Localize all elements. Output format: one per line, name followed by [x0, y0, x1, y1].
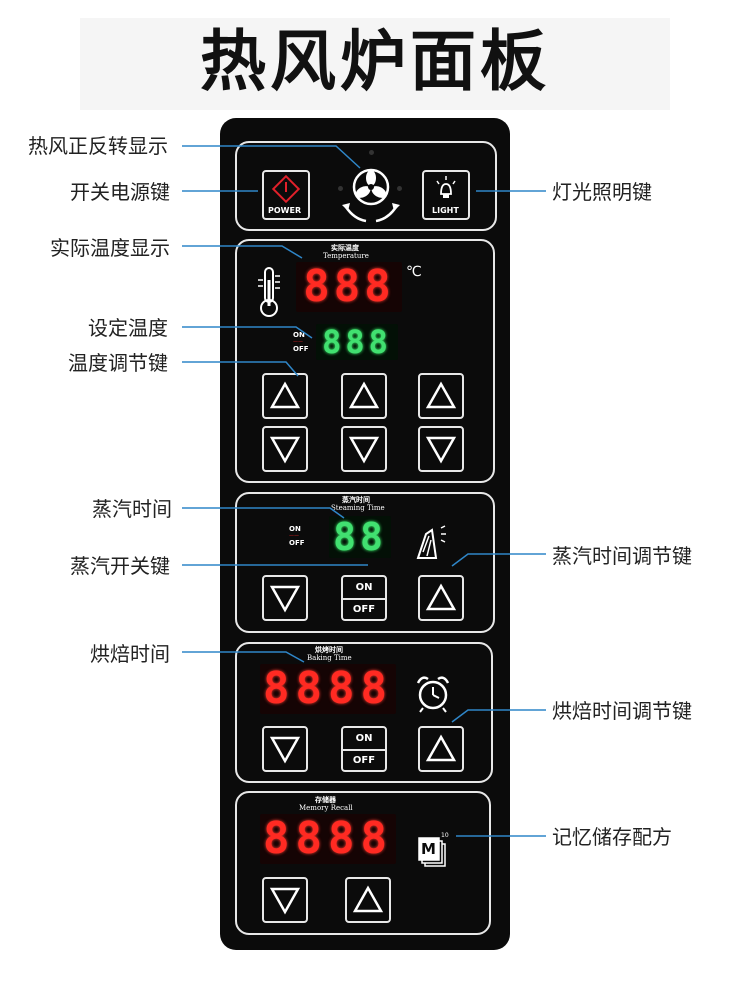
up-arrow-icon	[269, 381, 301, 409]
up-arrow-icon	[352, 885, 384, 913]
control-panel: POWER LIGHT 实际温度 Temperature	[220, 118, 510, 950]
callout-steam-switch: 蒸汽开关键	[70, 554, 170, 578]
bake-off-label: OFF	[352, 755, 376, 766]
callout-temp-adjust: 温度调节键	[68, 351, 168, 375]
memory-up-button[interactable]	[345, 877, 391, 923]
bake-title-cn: 烘烤时间	[315, 646, 343, 654]
alarm-clock-icon	[414, 673, 452, 713]
callout-power-key: 开关电源键	[70, 180, 170, 204]
memory-icon-count: 10	[441, 832, 449, 839]
temp-title-en: Temperature	[323, 252, 369, 260]
lamp-icon	[436, 176, 456, 198]
bake-title-en: Baking Time	[307, 654, 352, 662]
memory-down-button[interactable]	[262, 877, 308, 923]
steam-time-display: 88	[329, 516, 391, 558]
baking-time-display: 8888	[260, 664, 396, 714]
bake-down-button[interactable]	[262, 726, 308, 772]
page-title: 热风炉面板	[200, 23, 550, 100]
temp-down-button-2[interactable]	[341, 426, 387, 472]
callout-set-temp: 设定温度	[88, 316, 168, 340]
steam-off-label: OFF	[352, 604, 376, 615]
temp-title-cn: 实际温度	[331, 244, 359, 252]
temp-up-button-3[interactable]	[418, 373, 464, 419]
leader-temp-adjust	[182, 361, 299, 377]
leader-bake-adjust	[451, 709, 546, 723]
bake-on-label: ON	[355, 733, 373, 744]
section-memory	[235, 791, 491, 935]
callout-steam-time: 蒸汽时间	[92, 497, 172, 521]
memory-icon-letter: M	[421, 840, 436, 858]
light-label: LIGHT	[432, 206, 459, 215]
section-temperature	[235, 239, 495, 483]
down-arrow-icon	[348, 436, 380, 464]
steam-onoff-label: ON——OFF	[289, 525, 305, 547]
set-temp-onoff-label: ON——OFF	[293, 331, 309, 353]
memory-recipe-icon: M 10	[417, 832, 453, 870]
steam-title-en: Steaming Time	[331, 504, 385, 512]
steam-up-button[interactable]	[418, 575, 464, 621]
steam-onoff-button[interactable]: ON OFF	[341, 575, 387, 621]
steam-icon	[414, 522, 454, 562]
steam-down-button[interactable]	[262, 575, 308, 621]
callout-memory: 记忆储存配方	[552, 825, 672, 849]
section-steam	[235, 492, 495, 633]
steam-onoff-divider	[343, 598, 385, 600]
down-arrow-icon	[269, 585, 301, 613]
fan-icon	[340, 163, 402, 225]
callout-fan-direction: 热风正反转显示	[28, 134, 168, 158]
leader-actual-temp	[182, 245, 303, 259]
callout-actual-temp: 实际温度显示	[50, 236, 170, 260]
callout-bake-time: 烘焙时间	[90, 642, 170, 666]
bake-up-button[interactable]	[418, 726, 464, 772]
leader-bake-time	[182, 651, 305, 663]
temp-down-button-3[interactable]	[418, 426, 464, 472]
bake-onoff-divider	[343, 749, 385, 751]
temperature-unit: ℃	[406, 264, 422, 280]
fan-indicator-top	[369, 150, 374, 155]
thermometer-icon	[255, 266, 283, 318]
down-arrow-icon	[269, 736, 301, 764]
leader-steam-time	[182, 507, 345, 519]
power-icon	[271, 174, 301, 204]
memory-title-cn: 存储器	[315, 796, 336, 804]
steam-on-label: ON	[355, 582, 373, 593]
callout-bake-adjust: 烘焙时间调节键	[552, 699, 692, 723]
set-temperature-display: 888	[316, 324, 398, 360]
power-button[interactable]: POWER	[262, 170, 310, 220]
up-arrow-icon	[425, 381, 457, 409]
leader-fan-direction	[182, 145, 361, 169]
down-arrow-icon	[269, 436, 301, 464]
temp-up-button-1[interactable]	[262, 373, 308, 419]
light-button[interactable]: LIGHT	[422, 170, 470, 220]
temp-up-button-2[interactable]	[341, 373, 387, 419]
bake-onoff-button[interactable]: ON OFF	[341, 726, 387, 772]
callout-steam-adjust: 蒸汽时间调节键	[552, 544, 692, 568]
up-arrow-icon	[425, 734, 457, 762]
up-arrow-icon	[425, 583, 457, 611]
temp-down-button-1[interactable]	[262, 426, 308, 472]
down-arrow-icon	[269, 887, 301, 915]
power-label: POWER	[268, 206, 302, 215]
title-band	[80, 18, 670, 110]
callout-light-key: 灯光照明键	[552, 180, 652, 204]
up-arrow-icon	[348, 381, 380, 409]
actual-temperature-display: 888	[296, 262, 402, 312]
fan-indicator-left	[338, 186, 343, 191]
steam-title-cn: 蒸汽时间	[342, 496, 370, 504]
section-power	[235, 141, 497, 231]
leader-set-temp	[182, 326, 313, 339]
down-arrow-icon	[425, 436, 457, 464]
memory-title-en: Memory Recall	[299, 804, 353, 812]
section-baking	[235, 642, 493, 783]
leader-steam-adjust	[451, 553, 546, 567]
fan-indicator-right	[397, 186, 402, 191]
memory-display: 8888	[260, 814, 396, 864]
